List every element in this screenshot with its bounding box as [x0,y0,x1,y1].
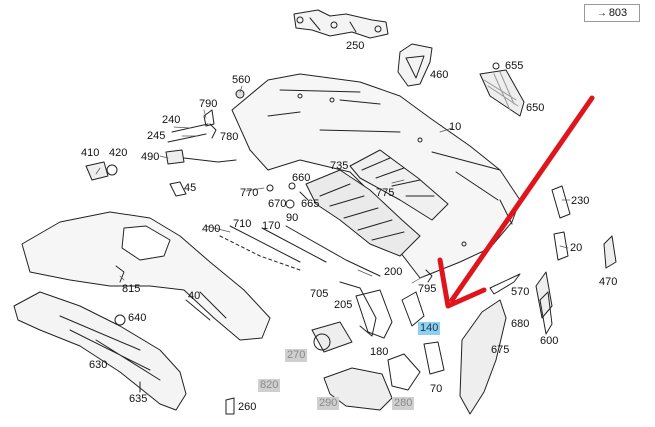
arrow-right-icon: → [596,7,607,19]
part-label-460[interactable]: 460 [430,69,449,81]
part-40-lower-cover [21,211,271,341]
part-45-bracket [169,181,187,197]
part-label-270[interactable]: 270 [285,349,308,362]
part-790 [203,109,215,127]
part-815-bracket [115,265,125,283]
part-570 [489,273,521,295]
part-label-705[interactable]: 705 [310,288,329,300]
part-label-790[interactable]: 790 [199,98,218,110]
part-label-400[interactable]: 400 [202,223,221,235]
part-735-absorber [349,149,449,221]
part-label-250[interactable]: 250 [346,40,365,52]
part-label-600[interactable]: 600 [540,335,559,347]
part-label-650[interactable]: 650 [526,102,545,114]
part-270-exhaust [311,321,353,353]
part-230 [551,185,571,219]
part-label-70[interactable]: 70 [430,383,443,395]
leader-lines [95,85,571,284]
part-795-clip [425,269,433,283]
part-470 [603,235,617,269]
part-665-screw [299,191,309,201]
part-label-560[interactable]: 560 [232,74,251,86]
part-label-675[interactable]: 675 [491,344,510,356]
part-250-bracket [293,9,389,39]
part-label-230[interactable]: 230 [571,195,590,207]
group-reference-link[interactable]: → 803 [584,4,640,22]
part-560-clip [235,89,245,99]
part-290-panel [323,367,393,411]
part-label-820[interactable]: 820 [258,379,281,392]
part-label-630[interactable]: 630 [89,359,108,371]
group-reference-label: 803 [608,7,628,19]
part-label-290[interactable]: 290 [317,397,340,410]
part-label-795[interactable]: 795 [418,283,437,295]
part-label-775[interactable]: 775 [376,187,395,199]
part-600 [539,291,553,335]
pointer-arrow [437,95,595,309]
part-label-20[interactable]: 20 [570,242,583,254]
part-245-strip [167,133,207,143]
part-label-205[interactable]: 205 [334,299,353,311]
part-460-bracket [397,43,433,87]
part-640-nut [114,314,126,326]
part-650-grille [479,69,525,117]
part-label-45[interactable]: 45 [184,182,197,194]
part-680 [535,271,553,319]
part-label-710[interactable]: 710 [233,218,252,230]
part-label-420[interactable]: 420 [109,147,128,159]
part-label-665[interactable]: 665 [301,198,320,210]
part-label-570[interactable]: 570 [511,286,530,298]
part-label-180[interactable]: 180 [370,346,389,358]
part-655-clip [492,62,500,70]
part-260 [225,397,235,415]
part-label-410[interactable]: 410 [81,147,100,159]
part-660-nut [288,182,296,190]
part-label-170[interactable]: 170 [262,220,281,232]
part-label-815[interactable]: 815 [122,283,141,295]
part-label-670[interactable]: 670 [268,198,287,210]
part-label-640[interactable]: 640 [128,312,147,324]
part-410-sensor [85,161,118,181]
part-label-260[interactable]: 260 [238,401,257,413]
part-label-770[interactable]: 770 [240,187,259,199]
part-label-280[interactable]: 280 [392,397,415,410]
part-670-washer [285,199,295,209]
part-675-bracket [459,299,507,415]
part-label-245[interactable]: 245 [147,130,166,142]
part-label-40[interactable]: 40 [188,290,201,302]
part-20 [553,231,569,261]
part-200-carrier [305,169,421,257]
part-label-735[interactable]: 735 [330,160,349,172]
part-710-strip [229,225,301,263]
part-label-655[interactable]: 655 [505,60,524,72]
part-280-trim [387,353,421,391]
part-label-10[interactable]: 10 [449,121,462,133]
part-400-strip [219,235,301,271]
part-label-140-highlighted[interactable]: 140 [418,322,441,335]
part-label-470[interactable]: 470 [599,276,618,288]
part-630-diffuser [13,291,187,411]
part-770-clip [266,184,274,192]
part-90-trim [285,225,381,277]
part-140-bracket [401,291,425,327]
part-490-cable [165,149,237,165]
part-label-680[interactable]: 680 [511,318,530,330]
part-170-strip [261,227,327,263]
part-label-490[interactable]: 490 [141,151,160,163]
part-label-635[interactable]: 635 [129,393,148,405]
part-70-trim [423,341,445,375]
part-180-housing [355,289,393,339]
part-205-trim [339,281,377,337]
part-label-200[interactable]: 200 [384,266,403,278]
part-label-240[interactable]: 240 [162,114,181,126]
part-label-780[interactable]: 780 [220,131,239,143]
part-label-90[interactable]: 90 [286,212,299,224]
part-780 [209,123,217,139]
part-label-660[interactable]: 660 [292,172,311,184]
